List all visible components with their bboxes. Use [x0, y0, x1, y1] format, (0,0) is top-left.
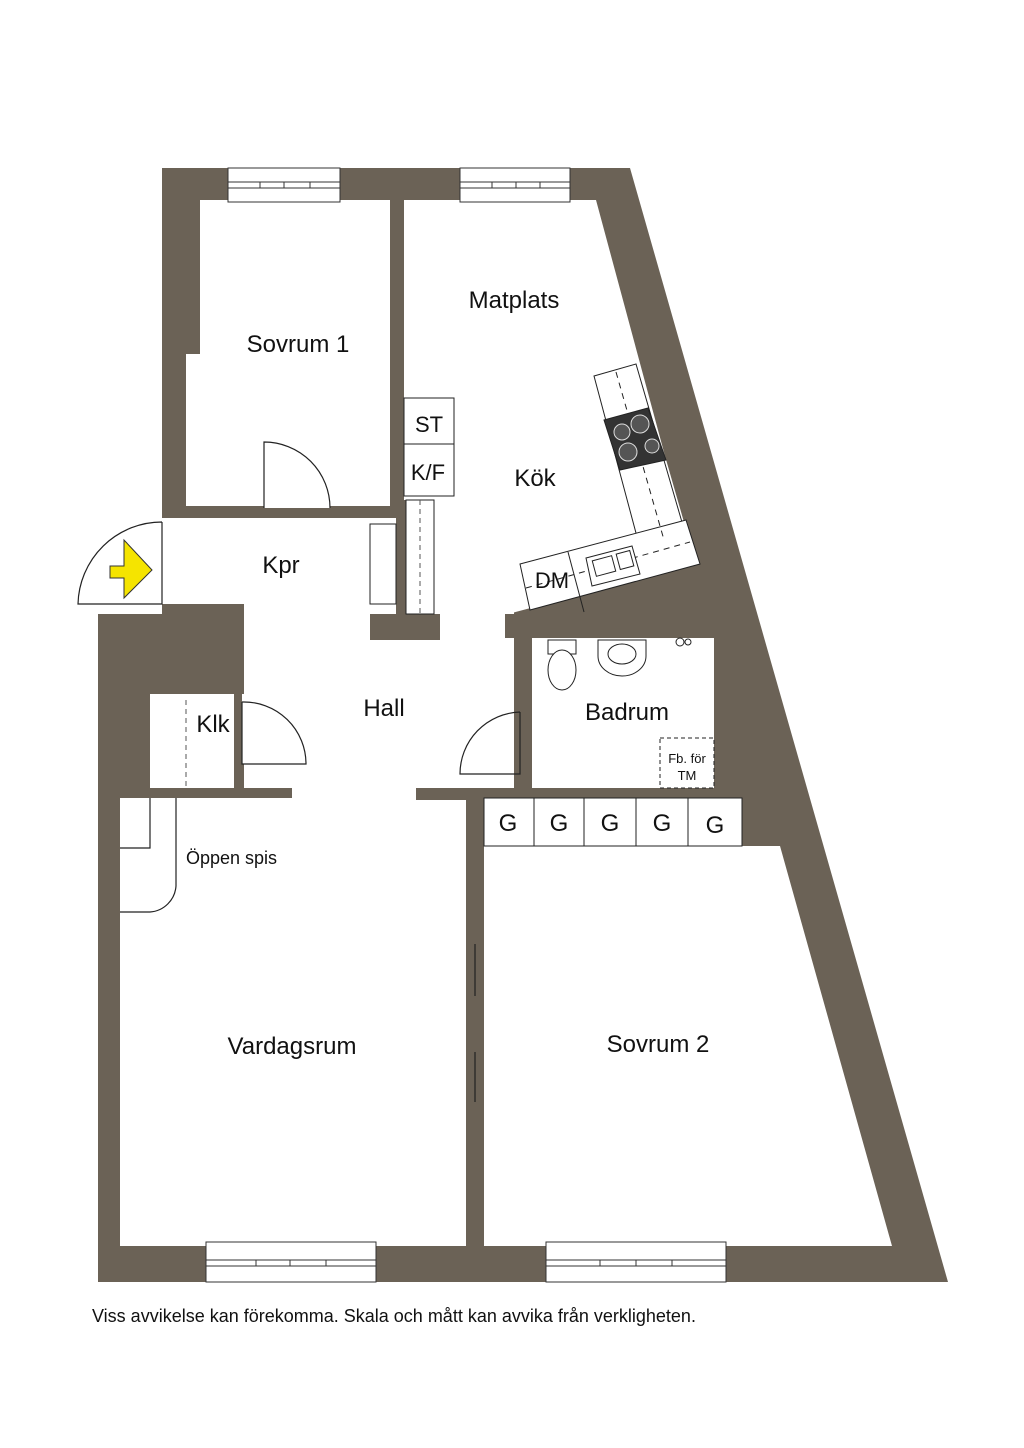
door-sovrum1: [263, 441, 331, 509]
label-kok: Kök: [514, 465, 556, 492]
floor-kok: [404, 200, 696, 614]
door-badrum: [459, 711, 521, 775]
window-sovrum1: [227, 167, 341, 203]
floor-sovrum1: [186, 200, 390, 508]
toilet-icon: [547, 649, 577, 691]
floor-sovrum2: [484, 800, 892, 1246]
label-matplats: Matplats: [469, 287, 560, 314]
label-fb-line2: TM: [678, 768, 697, 783]
label-fb-line1: Fb. för: [668, 751, 706, 766]
st-cabinet: [403, 397, 455, 445]
windows: [205, 167, 727, 1283]
label-wardrobe-4: G: [653, 810, 672, 837]
label-sovrum1: Sovrum 1: [247, 331, 350, 358]
disclaimer-text: Viss avvikelse kan förekomma. Skala och …: [92, 1306, 696, 1326]
kpr-shelf: [369, 523, 397, 605]
interior-walls: [140, 200, 726, 1246]
floor-vardagsrum: [120, 798, 466, 1246]
label-wardrobe-5: G: [706, 812, 725, 839]
door-oppen-spis: [120, 798, 177, 913]
wardrobes: [483, 797, 743, 847]
label-wardrobe-3: G: [601, 810, 620, 837]
wardrobe-3: [583, 797, 637, 847]
label-wardrobe-2: G: [550, 810, 569, 837]
wardrobe-4: [635, 797, 689, 847]
wardrobe-5: [687, 797, 743, 847]
bathroom-fixtures: [547, 637, 715, 789]
window-matplats: [459, 167, 571, 203]
floor-areas: [120, 200, 892, 1246]
label-vardagsrum: Vardagsrum: [228, 1033, 357, 1060]
label-kpr: Kpr: [262, 552, 299, 579]
wardrobe-1: [483, 797, 535, 847]
label-wardrobe-1: G: [499, 810, 518, 837]
label-kf: K/F: [411, 460, 445, 485]
label-klk: Klk: [196, 711, 230, 738]
doors: [77, 441, 521, 1102]
window-vardagsrum: [205, 1241, 377, 1283]
label-hall: Hall: [363, 695, 404, 722]
label-oppen-spis: Öppen spis: [186, 848, 277, 868]
entrance-arrow-icon: [109, 538, 153, 600]
label-st: ST: [415, 412, 443, 437]
floor-klk: [150, 694, 234, 788]
kf-cabinet: [403, 443, 455, 497]
wardrobe-2: [533, 797, 585, 847]
floor-kpr: [162, 518, 404, 604]
door-klk: [241, 701, 307, 765]
label-sovrum2: Sovrum 2: [607, 1031, 710, 1058]
washer-space: [659, 737, 715, 789]
label-dm: DM: [535, 568, 569, 593]
window-sovrum2: [545, 1241, 727, 1283]
door-entrance: [77, 521, 163, 605]
label-badrum: Badrum: [585, 699, 669, 726]
kitchen-counter: [519, 363, 701, 613]
